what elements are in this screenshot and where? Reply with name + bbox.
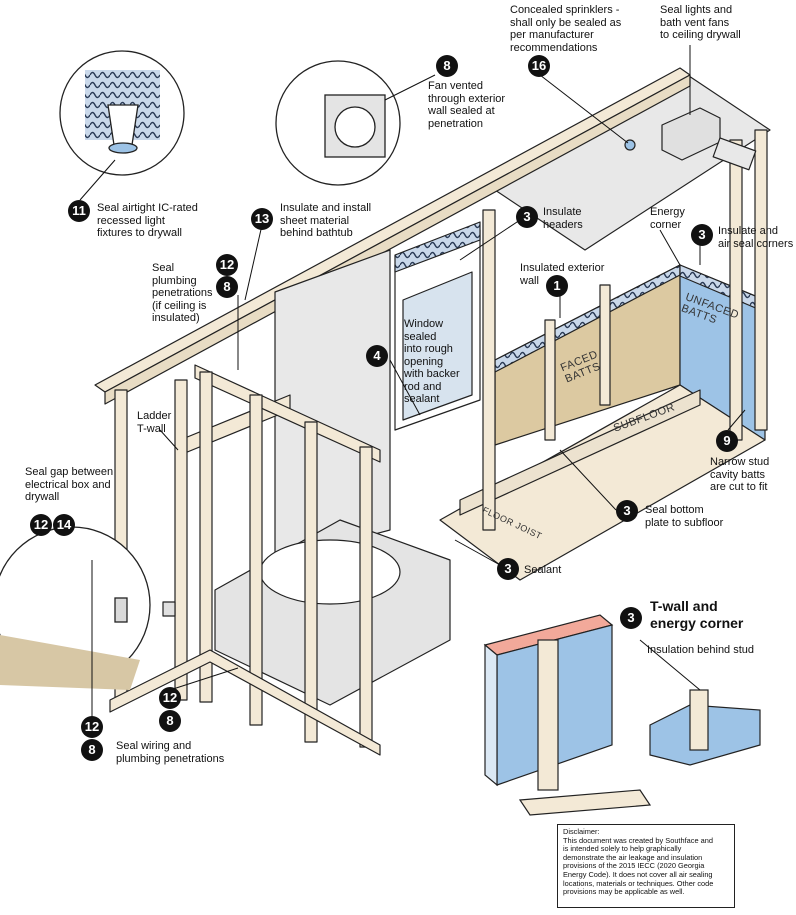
header-insulation [394,221,481,273]
badge-4: 4 [366,345,388,367]
badge-12-plumb: 12 [216,254,238,276]
stud [359,446,373,748]
stud [754,129,768,431]
badge-3-sealant: 3 [497,558,519,580]
badge-8-plumb: 8 [216,276,238,298]
badge-3-headers: 3 [516,206,538,228]
badge-3-bottom: 3 [616,500,638,522]
badge-8-wiring: 8 [159,710,181,732]
badge-8-fan: 8 [436,55,458,77]
electrical-box [162,601,176,617]
stud [304,421,318,743]
bottom-plate [109,649,381,756]
badge-3-twall: 3 [620,607,642,629]
label-sealant: Sealant [524,564,562,576]
stud [249,394,263,726]
badge-12-wiring: 12 [159,687,181,709]
floor-joist [459,389,701,516]
tub-wall-sheet [274,249,391,561]
stud [729,139,743,441]
subfloor [439,384,766,581]
badge-3-corners: 3 [691,224,713,246]
badge-13: 13 [251,208,273,230]
badge-8-left: 8 [81,739,103,761]
label-behind-stud: Insulation behind stud [647,644,755,656]
stud [174,379,188,701]
label-sprinklers: Concealed sprinklers -shall only be seal… [510,4,622,54]
stud [599,284,611,406]
badge-1: 1 [546,275,568,297]
stud [544,319,556,441]
badge-9: 9 [716,430,738,452]
badge-11: 11 [68,200,90,222]
badge-16: 16 [528,55,550,77]
stud [199,371,213,703]
badge-12-elec: 12 [30,514,52,536]
badge-14-elec: 14 [53,514,75,536]
disclaimer-box: Disclaimer: This document was created by… [557,824,735,908]
badge-12-left: 12 [81,716,103,738]
disclaimer-title: Disclaimer: [563,827,600,836]
stud [482,209,496,531]
